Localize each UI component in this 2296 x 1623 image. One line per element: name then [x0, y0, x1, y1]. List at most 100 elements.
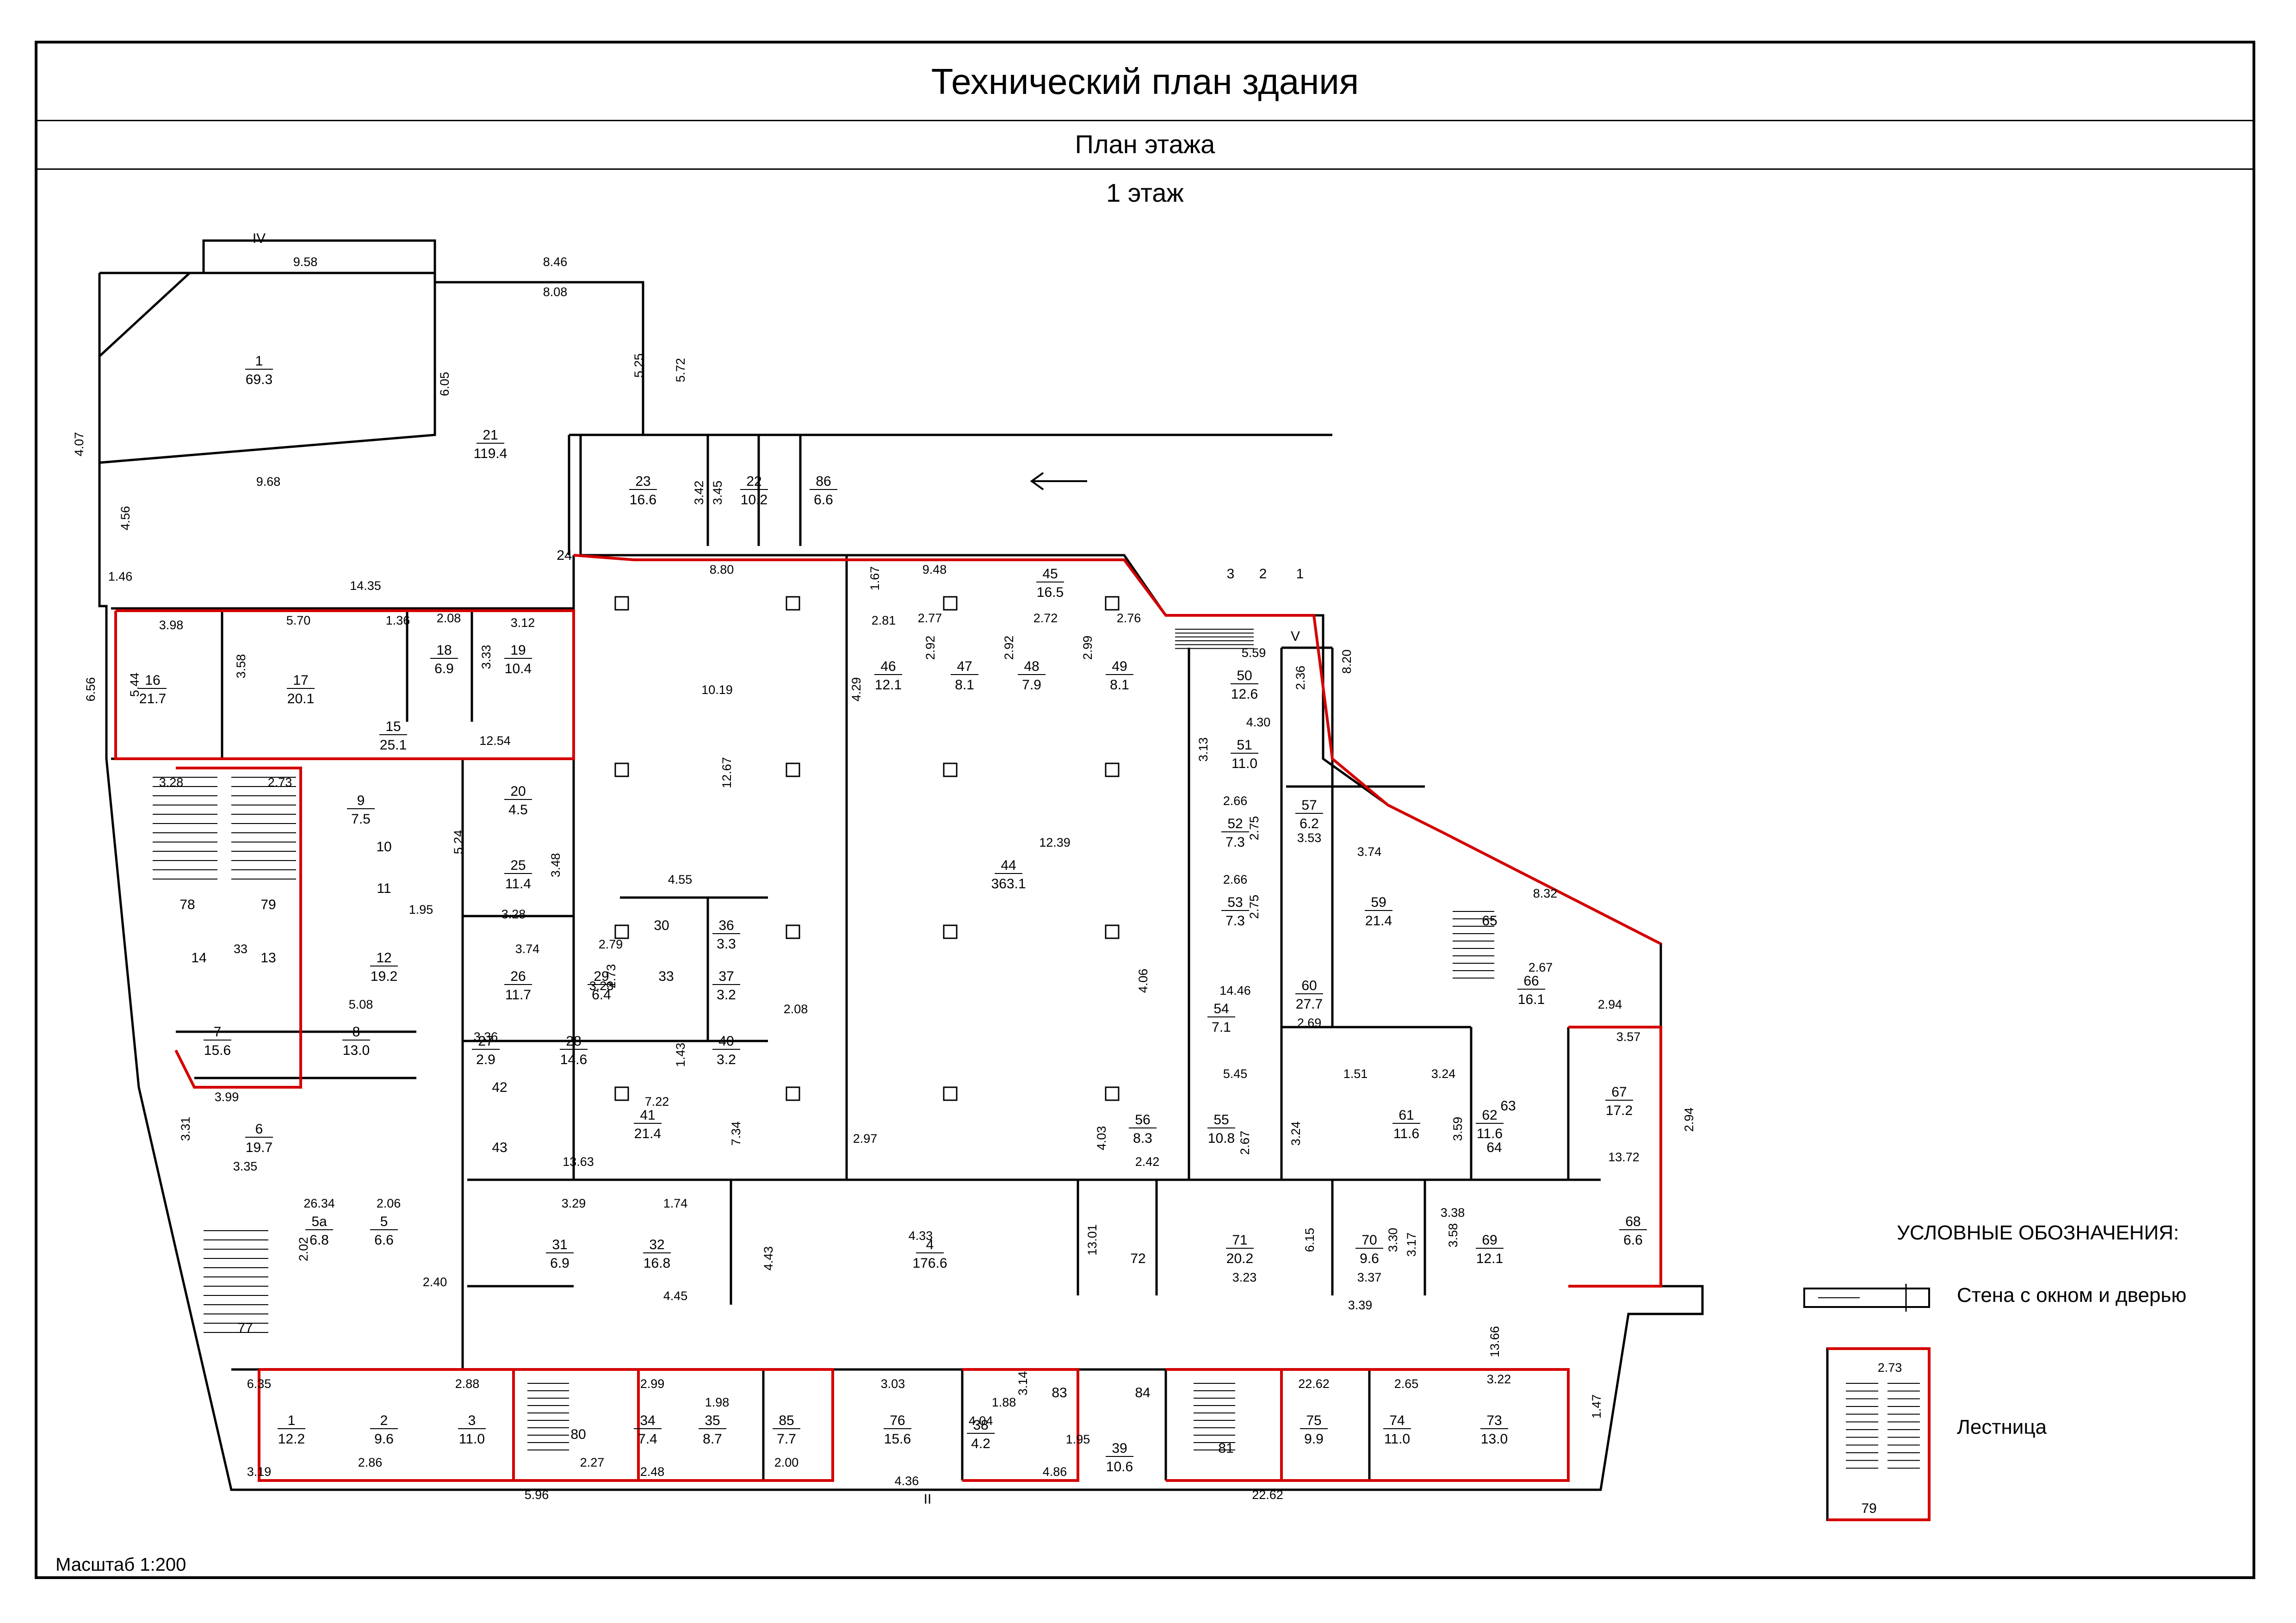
- dimension-label: 5.72: [674, 358, 687, 383]
- dimension-label: 2.08: [437, 611, 461, 625]
- room-number: 49: [1112, 659, 1127, 674]
- room-area: 6.8: [309, 1233, 329, 1248]
- room-number: 62: [1482, 1108, 1497, 1123]
- dimension-label: 5.59: [1242, 646, 1266, 660]
- column: [1105, 1086, 1120, 1101]
- dimension-label: 4.29: [849, 677, 863, 702]
- room-number: 9: [357, 793, 365, 808]
- room-area: 19.2: [371, 969, 397, 984]
- room-number: 31: [552, 1237, 567, 1252]
- room-area: 4.5: [508, 802, 528, 818]
- dimension-label: 2.97: [853, 1132, 878, 1146]
- dimension-label: 4.07: [72, 432, 86, 457]
- floor-label: 1 этаж: [1106, 178, 1184, 207]
- room-number: 33: [658, 969, 674, 984]
- dimension-label: 2.67: [1529, 960, 1553, 974]
- dimension-label: 2.65: [1394, 1377, 1419, 1391]
- room-area: 11.0: [1384, 1431, 1410, 1447]
- dimension-label: 8.32: [1533, 886, 1558, 900]
- room-area: 10.4: [505, 661, 532, 676]
- dimension-label: 2.94: [1598, 997, 1622, 1011]
- title-row: Технический план здания: [37, 43, 2253, 121]
- room-number: 63: [1500, 1098, 1516, 1114]
- dimension-label: 13.66: [1488, 1326, 1502, 1357]
- dimension-label: 3.17: [1405, 1233, 1418, 1257]
- dimension-label: 13.72: [1608, 1150, 1640, 1164]
- dimension-label: 2.73: [268, 775, 292, 789]
- dimension-label: 3.31: [179, 1117, 192, 1141]
- legend-stair-red: [1827, 1347, 1931, 1521]
- room-number: 35: [705, 1413, 720, 1428]
- axis-label-bottom: II: [924, 1492, 932, 1507]
- room-area: 2.9: [476, 1052, 495, 1067]
- dimension-label: 1.43: [674, 1043, 687, 1067]
- dimension-label: 3.24: [1431, 1067, 1456, 1081]
- legend-title: УСЛОВНЫЕ ОБОЗНАЧЕНИЯ:: [1897, 1221, 2179, 1244]
- room-area: 6.4: [592, 987, 611, 1003]
- room-area: 3.3: [717, 936, 736, 952]
- dimension-label: 3.37: [1357, 1270, 1382, 1284]
- red-boundary: [1281, 1368, 1570, 1482]
- dimension-label: 13.63: [563, 1155, 594, 1169]
- room-number: 11: [377, 881, 391, 896]
- room-number: 55: [1213, 1112, 1229, 1127]
- room-area: 7.3: [1225, 835, 1245, 850]
- dimension-label: 14.46: [1219, 984, 1251, 997]
- room-number: 23: [635, 474, 650, 489]
- dimension-label: 3.53: [1297, 831, 1322, 845]
- dimension-label: 2.88: [455, 1377, 480, 1391]
- dimension-label: 3.35: [233, 1159, 258, 1173]
- dimension-label: 2.75: [1247, 895, 1261, 919]
- dimension-label: 4.86: [1043, 1465, 1067, 1479]
- dimension-label: 4.36: [895, 1474, 919, 1488]
- room-area: 16.5: [1037, 585, 1064, 600]
- dimension-label: 5.70: [286, 613, 311, 627]
- dimension-label: 4.55: [668, 873, 693, 886]
- dimension-label: 7.34: [729, 1121, 743, 1146]
- dimension-label: 2.40: [423, 1275, 447, 1289]
- room-area: 9.9: [1304, 1431, 1324, 1447]
- dimension-label: 3.24: [1289, 1121, 1303, 1146]
- room-number: 54: [1213, 1001, 1229, 1016]
- dimension-label: 3.45: [711, 481, 724, 505]
- dimension-label: 3.23: [589, 979, 614, 993]
- dimension-label: 6.35: [247, 1377, 272, 1391]
- room-number: 10: [376, 839, 391, 855]
- stair-treads: [153, 629, 1920, 1469]
- room-number: 5а: [311, 1214, 327, 1229]
- dimension-label: 3.99: [215, 1090, 239, 1104]
- room-number: 81: [1218, 1441, 1233, 1456]
- room-area: 176.6: [912, 1256, 947, 1271]
- dimension-label: 6.05: [438, 372, 452, 396]
- dimension-label: 3.29: [562, 1196, 586, 1210]
- dimension-label: 4.56: [118, 506, 132, 531]
- room-area: 7.3: [1225, 913, 1245, 929]
- room-number: 18: [436, 643, 452, 658]
- room-area: 6.6: [814, 492, 833, 508]
- room-area: 7.4: [638, 1431, 657, 1447]
- room-area: 363.1: [991, 876, 1026, 892]
- building-outline: [98, 239, 1704, 1491]
- column: [943, 924, 958, 939]
- room-number: 21: [483, 427, 498, 443]
- room-area: 16.1: [1518, 992, 1545, 1007]
- room-number: 8: [353, 1024, 360, 1040]
- stairwell-boundaries: [114, 554, 1662, 1482]
- room-area: 21.4: [634, 1126, 661, 1141]
- dimension-label: 3.58: [1446, 1223, 1460, 1248]
- axis-label-right: V: [1291, 629, 1300, 644]
- room-21-outline: [435, 281, 644, 435]
- room-number: 78: [179, 897, 195, 912]
- room-area: 7.5: [351, 812, 371, 827]
- dimension-label: 5.45: [1223, 1067, 1248, 1081]
- room-number: 27: [478, 1034, 493, 1049]
- legend-stair-number: 79: [1861, 1501, 1876, 1516]
- room-area: 69.3: [246, 372, 272, 387]
- room-area: 14.6: [560, 1052, 587, 1067]
- dimension-label: 3.38: [1441, 1206, 1465, 1220]
- room-number: 24: [557, 548, 572, 563]
- red-boundary: [573, 554, 1662, 945]
- room-area: 16.6: [630, 492, 656, 508]
- room-area: 7.9: [1022, 677, 1041, 693]
